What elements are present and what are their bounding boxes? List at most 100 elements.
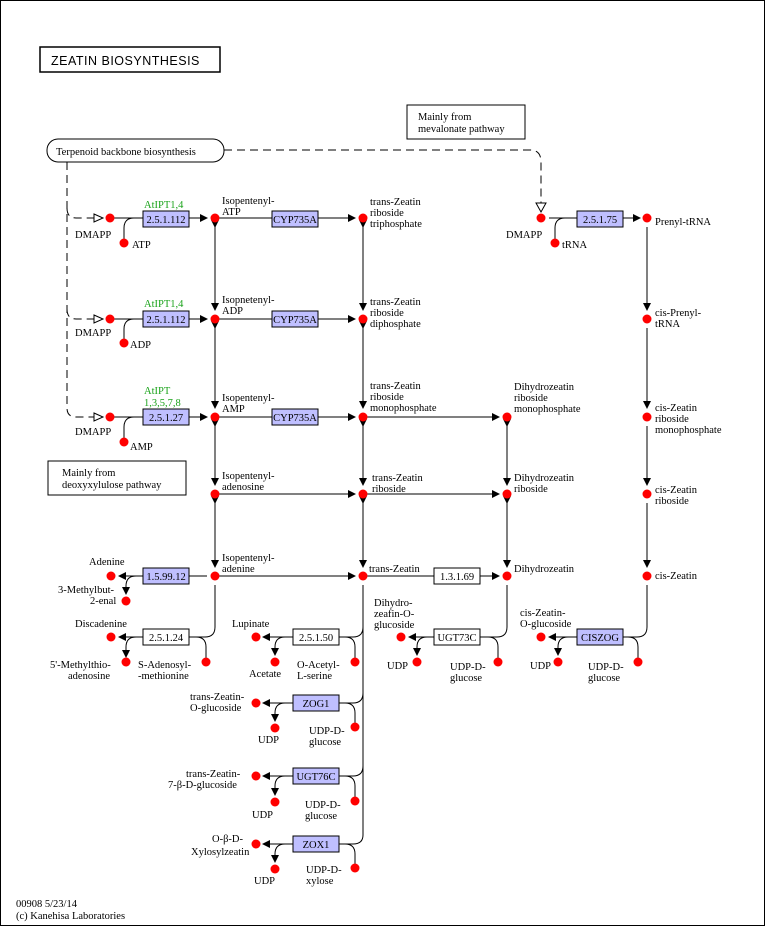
compound-tzrdp[interactable]	[358, 314, 368, 324]
compound-trna[interactable]	[550, 238, 560, 248]
compound-udp-2[interactable]	[553, 657, 563, 667]
compound-dmapp-2[interactable]	[105, 314, 115, 324]
enzyme-2.5.1.112-a[interactable]: 2.5.1.112	[142, 210, 190, 228]
gene-label-atipt14-b[interactable]: AtIPT1,4	[144, 299, 184, 310]
enzyme-2.5.1.75[interactable]: 2.5.1.75	[576, 210, 624, 228]
label-cisprenyl-1: cis-Prenyl-	[655, 308, 702, 319]
label-tzrtp-3: triphosphate	[370, 219, 422, 230]
label-czrmp-2: riboside	[655, 414, 689, 425]
compound-udpglucose-2[interactable]	[633, 657, 643, 667]
enzyme-2.5.1.27[interactable]: 2.5.1.27	[142, 408, 190, 426]
enzyme-2.5.1.24[interactable]: 2.5.1.24	[142, 628, 190, 646]
enzyme-zog1[interactable]: ZOG1	[292, 694, 340, 712]
compound-tzrmp[interactable]	[358, 412, 368, 422]
compound-sam[interactable]	[201, 657, 211, 667]
enzyme-cyp735a-c[interactable]: CYP735A	[271, 408, 319, 426]
gene-label-atipt-line1[interactable]: AtIPT	[144, 386, 171, 397]
compound-mta[interactable]	[121, 657, 131, 667]
label-udpg2-1: UDP-D-	[588, 662, 624, 673]
compound-dmapp-4[interactable]	[536, 213, 546, 223]
compound-czr[interactable]	[642, 489, 652, 499]
compound-oas[interactable]	[350, 657, 360, 667]
compound-discadenine[interactable]	[106, 632, 116, 642]
enzyme-ugt73c[interactable]: UGT73C	[433, 628, 481, 646]
compound-adp[interactable]	[119, 338, 129, 348]
compound-labels: DMAPP ATP DMAPP ADP DMAPP AMP Isopenteny…	[50, 196, 722, 887]
svg-text:2.5.1.75: 2.5.1.75	[583, 215, 617, 226]
compound-prenyltrna[interactable]	[642, 213, 652, 223]
deoxyxylulose-line2: deoxyxylulose pathway	[62, 480, 162, 491]
enzyme-2.5.1.112-b[interactable]: 2.5.1.112	[142, 310, 190, 328]
compound-tzrtp[interactable]	[358, 213, 368, 223]
compound-ipamp[interactable]	[210, 412, 220, 422]
svg-text:2.5.1.24: 2.5.1.24	[149, 633, 184, 644]
label-acetate: Acetate	[249, 669, 281, 680]
compound-udp-3[interactable]	[270, 723, 280, 733]
enzyme-1.3.1.69[interactable]: 1.3.1.69	[433, 567, 481, 585]
gene-label-atipt14-a[interactable]: AtIPT1,4	[144, 200, 184, 211]
compound-udpglucose-4[interactable]	[350, 796, 360, 806]
compound-udpglucose-1[interactable]	[493, 657, 503, 667]
label-discadenine: Discadenine	[75, 619, 127, 630]
enzyme-cyp735a-b[interactable]: CYP735A	[271, 310, 319, 328]
map-title[interactable]: ZEATIN BIOSYNTHESIS	[51, 54, 200, 68]
compound-czrmp[interactable]	[642, 412, 652, 422]
compound-dhz[interactable]	[502, 571, 512, 581]
enzyme-cyp735a-a[interactable]: CYP735A	[271, 210, 319, 228]
label-tzog-2: O-glucoside	[190, 703, 242, 714]
compound-ipatp[interactable]	[210, 213, 220, 223]
label-czr-1: cis-Zeatin	[655, 485, 698, 496]
svg-text:ZOX1: ZOX1	[303, 840, 330, 851]
compound-udp-1[interactable]	[412, 657, 422, 667]
compound-udpxylose[interactable]	[350, 863, 360, 873]
compound-lupinate[interactable]	[251, 632, 261, 642]
compound-dhzog[interactable]	[396, 632, 406, 642]
compound-udp-5[interactable]	[270, 864, 280, 874]
label-czr-2: riboside	[655, 496, 689, 507]
label-mta-1: 5'-Methylthio-	[50, 660, 111, 671]
compound-cz[interactable]	[642, 571, 652, 581]
label-tzrtp-2: riboside	[370, 208, 404, 219]
label-trna: tRNA	[562, 240, 588, 251]
dashed-branch-2	[66, 308, 95, 320]
compound-ipado[interactable]	[210, 489, 220, 499]
enzyme-ciszog[interactable]: CISZOG	[576, 628, 624, 646]
compound-czog[interactable]	[536, 632, 546, 642]
compound-tzog[interactable]	[251, 698, 261, 708]
compound-tz7g[interactable]	[251, 771, 261, 781]
label-tzrdp-2: riboside	[370, 308, 404, 319]
compound-dhzrmp[interactable]	[502, 412, 512, 422]
compound-cisprenyltrna[interactable]	[642, 314, 652, 324]
label-mta-2: adenosine	[68, 671, 110, 682]
compound-udp-4[interactable]	[270, 797, 280, 807]
compound-ipade[interactable]	[210, 571, 220, 581]
label-tzrtp-1: trans-Zeatin	[370, 197, 421, 208]
compound-amp[interactable]	[119, 437, 129, 447]
enzyme-ugt76c[interactable]: UGT76C	[292, 767, 340, 785]
enzyme-zox1[interactable]: ZOX1	[292, 835, 340, 853]
compound-adenine[interactable]	[106, 571, 116, 581]
label-udp-2: UDP	[530, 661, 551, 672]
enzyme-1.5.99.12[interactable]: 1.5.99.12	[142, 567, 190, 585]
compound-tzr[interactable]	[358, 489, 368, 499]
svg-text:2.5.1.27: 2.5.1.27	[149, 413, 183, 424]
label-dhzr-2: riboside	[514, 484, 548, 495]
svg-text:UGT76C: UGT76C	[296, 772, 335, 783]
svg-text:CYP735A: CYP735A	[273, 315, 317, 326]
compound-tz[interactable]	[358, 571, 368, 581]
enzyme-2.5.1.50[interactable]: 2.5.1.50	[292, 628, 340, 646]
compound-udpglucose-3[interactable]	[350, 722, 360, 732]
compound-acetate[interactable]	[270, 657, 280, 667]
label-dmapp-4: DMAPP	[506, 230, 542, 241]
compound-atp[interactable]	[119, 238, 129, 248]
compound-oxz[interactable]	[251, 839, 261, 849]
open-arrow-1	[93, 213, 105, 223]
compound-dhzr[interactable]	[502, 489, 512, 499]
compound-dmapp-3[interactable]	[105, 412, 115, 422]
label-udpx-1: UDP-D-	[306, 865, 342, 876]
gene-label-atipt-line2[interactable]: 1,3,5,7,8	[144, 398, 181, 409]
compound-methylbutenal[interactable]	[121, 596, 131, 606]
label-oas-1: O-Acetyl-	[297, 660, 340, 671]
compound-ipadp[interactable]	[210, 314, 220, 324]
compound-dmapp-1[interactable]	[105, 213, 115, 223]
